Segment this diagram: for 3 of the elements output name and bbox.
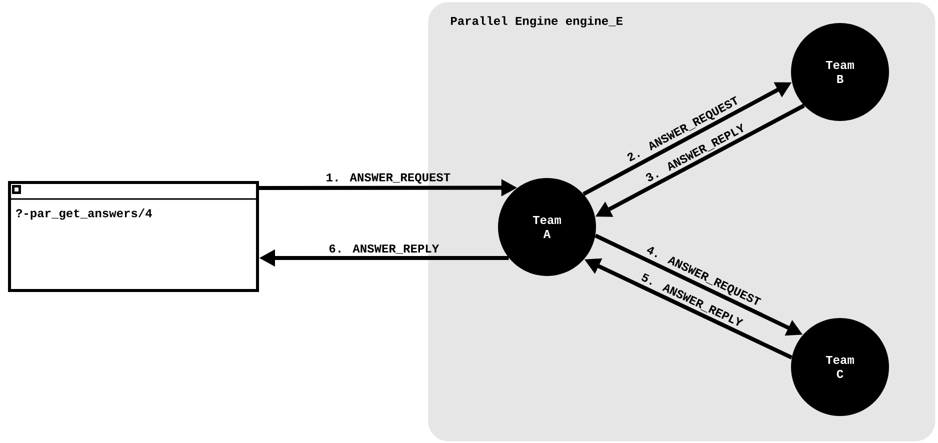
terminal-window: ?-par_get_answers/4 xyxy=(8,181,259,292)
edge-label: 6. ANSWER_REPLY xyxy=(329,244,440,254)
edge-label: 1. ANSWER_REQUEST xyxy=(326,173,450,184)
